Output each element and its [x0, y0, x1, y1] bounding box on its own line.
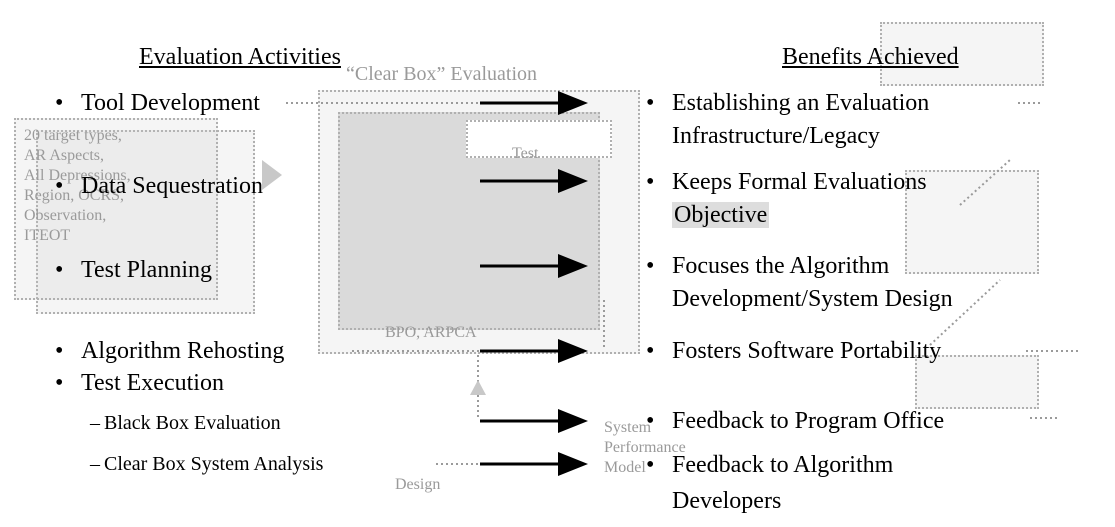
- evaluation-activities-heading: Evaluation Activities: [139, 44, 341, 70]
- bullet: •: [646, 338, 655, 364]
- bg-left-line: ITEOT: [24, 227, 71, 244]
- bg-right-lower-box: [915, 355, 1039, 409]
- bg-left-panel-text: 20 target types, AR Aspects, All Depress…: [24, 126, 209, 246]
- bg-center-footer: BPO, ARPCA: [385, 324, 477, 341]
- sub-activity-item: –Black Box Evaluation: [90, 412, 281, 435]
- sub-activity-item: –Clear Box System Analysis: [90, 453, 323, 476]
- bg-center-title: “Clear Box” Evaluation: [346, 63, 538, 85]
- bg-left-line: All Depressions,: [24, 167, 131, 184]
- bg-left-line: AR Aspects,: [24, 147, 104, 164]
- bg-bottom-right-line: Performance: [604, 439, 686, 456]
- benefit-line: Feedback to Algorithm: [672, 452, 894, 478]
- bg-left-line: Region, OCRS,: [24, 187, 125, 204]
- dash: –: [90, 453, 100, 475]
- arrow-data-sequestration: [480, 169, 588, 193]
- bg-bottom-right-line: System: [604, 419, 652, 436]
- bullet: •: [646, 90, 655, 116]
- activity-label: Tool Development: [81, 90, 260, 116]
- bullet: •: [646, 169, 655, 195]
- activity-label: Test Execution: [81, 370, 224, 396]
- benefits-achieved-heading: Benefits Achieved: [782, 44, 959, 70]
- bullet: •: [55, 90, 64, 116]
- benefit-item: • Focuses the Algorithm Development/Syste…: [646, 250, 953, 316]
- bullet: •: [55, 338, 64, 364]
- bg-left-panel-back: [36, 130, 255, 314]
- activity-item: • Test Execution: [55, 367, 224, 400]
- bg-left-panel: [14, 118, 218, 300]
- arrow-test-planning: [480, 254, 588, 278]
- activity-label: Data Sequestration: [81, 173, 263, 199]
- bullet: •: [646, 452, 655, 478]
- bg-left-line: 20 target types,: [24, 127, 122, 144]
- benefit-line: Feedback to Program Office: [672, 408, 945, 434]
- activity-label: Algorithm Rehosting: [81, 338, 285, 364]
- benefit-line: Infrastructure/Legacy: [672, 123, 880, 149]
- benefit-line: Keeps Formal Evaluations: [672, 169, 927, 195]
- benefit-line: Development/System Design: [672, 286, 953, 312]
- benefit-line: Fosters Software Portability: [672, 338, 942, 364]
- activity-label: Test Planning: [81, 257, 212, 283]
- bg-center-test-box: [466, 120, 612, 158]
- bullet: •: [646, 253, 655, 279]
- arrow-tool-development: [480, 91, 588, 115]
- sub-activity-label: Clear Box System Analysis: [104, 453, 324, 475]
- bullet: •: [646, 408, 655, 434]
- bullet: •: [55, 257, 64, 283]
- bg-bottom-right-label: System Performance Model: [604, 418, 686, 478]
- benefit-line: Establishing an Evaluation: [672, 90, 930, 116]
- dash: –: [90, 412, 100, 434]
- bullet: •: [55, 173, 64, 199]
- activity-item: • Tool Development: [55, 87, 260, 120]
- bg-right-grid: [905, 170, 1039, 274]
- arrow-black-box-evaluation: [480, 409, 588, 433]
- benefit-item: • Keeps Formal Evaluations Objective: [646, 166, 927, 232]
- arrow-algorithm-rehosting: [480, 339, 588, 363]
- benefit-line: Objective: [672, 202, 770, 228]
- bg-left-line: Observation,: [24, 207, 107, 224]
- bg-top-right-grid: [880, 22, 1044, 86]
- benefit-line: Focuses the Algorithm: [672, 253, 890, 279]
- activity-item: • Test Planning: [55, 254, 212, 287]
- bullet: •: [55, 370, 64, 396]
- benefit-item: • Feedback to Algorithm Developers: [646, 449, 893, 518]
- arrow-clear-box-analysis: [480, 452, 588, 476]
- bg-bottom-left-label: Design: [395, 476, 441, 493]
- benefit-line: Developers: [672, 488, 782, 514]
- activity-item: • Algorithm Rehosting: [55, 335, 284, 368]
- benefit-item: • Establishing an Evaluation Infrastructu…: [646, 87, 929, 153]
- bg-center-test-label: Test: [512, 145, 539, 162]
- benefit-item: • Feedback to Program Office: [646, 405, 944, 438]
- bg-bottom-right-line: Model: [604, 459, 646, 476]
- benefit-item: • Fosters Software Portability: [646, 335, 941, 368]
- sub-activity-label: Black Box Evaluation: [104, 412, 281, 434]
- activity-item: • Data Sequestration: [55, 170, 263, 203]
